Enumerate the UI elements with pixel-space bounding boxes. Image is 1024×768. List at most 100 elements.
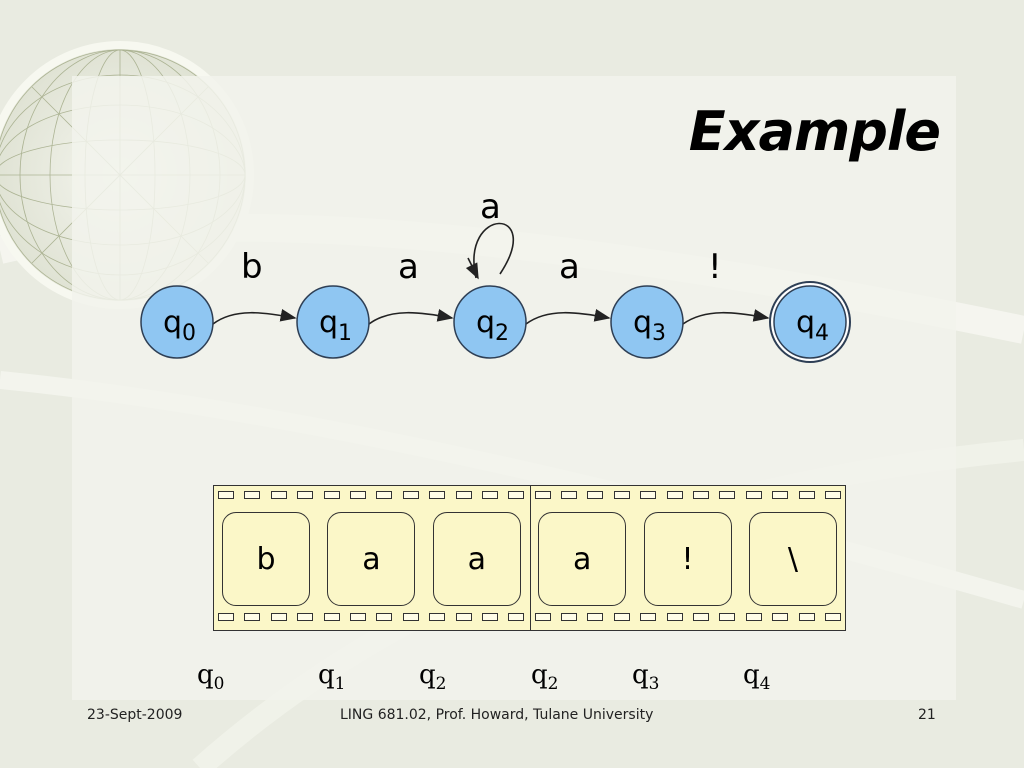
sprocket-hole — [349, 613, 366, 621]
sprocket-hole — [587, 613, 604, 621]
sprocket-hole — [693, 613, 710, 621]
states: q0 q1 q2 q3 q4 — [140, 281, 851, 363]
sprocket-hole — [402, 491, 419, 499]
sprocket-hole — [429, 613, 446, 621]
transition-label: a — [480, 187, 501, 227]
input-tape: b a a a ! \ — [213, 485, 846, 631]
sprocket-hole — [481, 613, 498, 621]
transition-label: a — [559, 247, 580, 287]
state-subscript: 1 — [338, 321, 352, 346]
state-circle — [296, 285, 370, 359]
sprocket-hole — [640, 491, 657, 499]
footer-page-number: 21 — [918, 707, 936, 723]
tape-cell: a — [538, 512, 627, 606]
sprocket-hole — [270, 613, 287, 621]
sprocket-hole — [824, 491, 841, 499]
sprocket-hole — [772, 491, 789, 499]
sprocket-hole — [297, 613, 314, 621]
state-subscript: 4 — [815, 321, 829, 346]
tape-sprocket-holes-bottom — [218, 613, 841, 625]
sprocket-hole — [772, 613, 789, 621]
sprocket-hole — [376, 613, 393, 621]
slide-title: Example — [688, 100, 941, 163]
state-label: q3 — [633, 305, 666, 346]
transition-edge — [368, 309, 454, 325]
sprocket-hole — [587, 491, 604, 499]
sprocket-hole — [798, 613, 815, 621]
sprocket-hole — [666, 491, 683, 499]
sprocket-hole — [640, 613, 657, 621]
state-circle — [773, 285, 847, 359]
sprocket-hole — [745, 491, 762, 499]
sprocket-hole — [455, 613, 472, 621]
state-circle — [140, 285, 214, 359]
sequence-state: q1 — [318, 660, 346, 695]
state-q2: q2 — [453, 285, 527, 359]
transitions — [212, 222, 770, 325]
transition-label: a — [398, 247, 419, 287]
tape-sprocket-holes-top — [218, 491, 841, 503]
sprocket-hole — [745, 613, 762, 621]
footer-course: LING 681.02, Prof. Howard, Tulane Univer… — [340, 707, 654, 723]
sprocket-hole — [270, 491, 287, 499]
state-subscript: 0 — [182, 321, 196, 346]
sprocket-hole — [719, 613, 736, 621]
tape-cell: a — [432, 512, 521, 606]
sprocket-hole — [693, 491, 710, 499]
sprocket-hole — [508, 613, 525, 621]
sprocket-hole — [218, 491, 234, 499]
sprocket-hole — [798, 491, 815, 499]
footer-date: 23-Sept-2009 — [87, 707, 183, 723]
sprocket-hole — [323, 613, 340, 621]
sprocket-hole — [534, 613, 551, 621]
transition-labels: b a a a! — [241, 187, 722, 287]
sprocket-hole — [455, 491, 472, 499]
sprocket-hole — [349, 491, 366, 499]
sequence-state: q4 — [743, 660, 771, 695]
sprocket-hole — [481, 491, 498, 499]
self-loop-arrow — [465, 257, 479, 280]
sprocket-hole — [429, 491, 446, 499]
tape-cell: b — [222, 512, 310, 606]
sequence-state: q2 — [531, 660, 559, 695]
sprocket-hole — [561, 613, 578, 621]
sprocket-hole — [508, 491, 525, 499]
sequence-state: q3 — [632, 660, 660, 695]
tape-cells: b a a a ! \ — [222, 512, 837, 606]
sprocket-hole — [323, 491, 340, 499]
tape-divider — [530, 486, 531, 630]
tape-cell: a — [327, 512, 416, 606]
state-label: q1 — [319, 305, 352, 346]
sprocket-hole — [402, 613, 419, 621]
sprocket-hole — [613, 491, 630, 499]
sequence-state: q2 — [419, 660, 447, 695]
sprocket-hole — [824, 613, 841, 621]
transition-edge — [212, 308, 297, 325]
tape-cell: \ — [748, 512, 837, 606]
sprocket-hole — [666, 613, 683, 621]
transition-edge — [682, 309, 770, 325]
state-sequence: q0 q1 q2 q2 q3 q4 — [0, 660, 1024, 700]
self-loop-edge — [473, 222, 514, 279]
state-label: q2 — [476, 305, 509, 346]
sprocket-hole — [244, 491, 261, 499]
tape-cell: ! — [643, 512, 732, 606]
sprocket-hole — [561, 491, 578, 499]
sprocket-hole — [613, 613, 630, 621]
sprocket-hole — [244, 613, 261, 621]
state-q4: q4 — [769, 281, 851, 363]
sprocket-hole — [218, 613, 234, 621]
state-subscript: 3 — [652, 321, 666, 346]
state-q0: q0 — [140, 285, 214, 359]
transition-label: b — [241, 247, 263, 287]
state-q1: q1 — [296, 285, 370, 359]
sprocket-hole — [376, 491, 393, 499]
transition-label: ! — [708, 247, 722, 287]
sprocket-hole — [297, 491, 314, 499]
sprocket-hole — [534, 491, 551, 499]
state-q3: q3 — [610, 285, 684, 359]
transition-edge — [525, 309, 611, 325]
state-circle — [610, 285, 684, 359]
sequence-state: q0 — [197, 660, 225, 695]
